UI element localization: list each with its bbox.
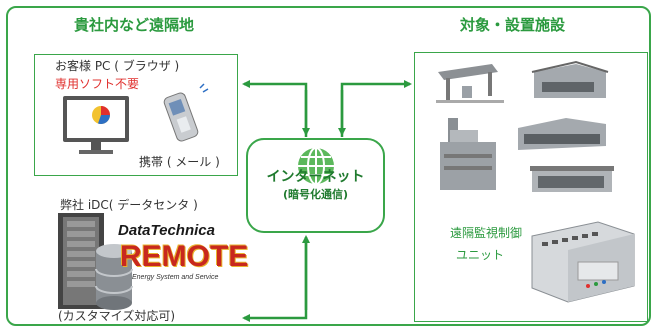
arrow-to-facility [340,80,412,137]
client-title: お客様 PC ( ブラウザ ) [55,59,180,73]
store-building-icon [531,60,609,98]
logo-datatechnica: DataTechnica [118,222,215,239]
factory-icon [440,118,496,190]
mobile-label: 携帯 ( メール ) [139,155,220,169]
gas-station-icon [436,64,504,103]
internet-sublabel: (暗号化通信) [282,188,349,201]
shop-building-icon [518,118,606,150]
client-subtitle: 専用ソフト不要 [55,77,140,91]
server-title: 弊社 iDC( データセンタ ) [60,198,198,212]
arrow-to-client [242,80,308,137]
unit-label-line2: ユニット [456,248,505,262]
remote-logo: DataTechnica REMOTE Energy System and Se… [118,222,248,286]
mobile-phone-icon [163,83,209,142]
unit-label-line1: 遠隔監視制御 [450,226,523,240]
convenience-store-icon [530,166,614,192]
outer-frame [6,6,651,326]
facility-buildings [436,60,614,192]
internet-label: インターネット [266,169,365,185]
logo-subtext: Energy System and Service [132,274,219,281]
server-caption: (カスタマイズ対応可) [58,309,176,323]
left-heading: 貴社内など遠隔地 [74,16,195,34]
right-heading: 対象・設置施設 [460,16,566,34]
control-unit-icon [531,221,635,303]
pc-monitor-icon [63,96,129,154]
logo-remote: REMOTE [120,240,249,273]
arrow-to-server [242,240,308,322]
database-icon [95,244,133,310]
globe-icon [298,147,334,185]
